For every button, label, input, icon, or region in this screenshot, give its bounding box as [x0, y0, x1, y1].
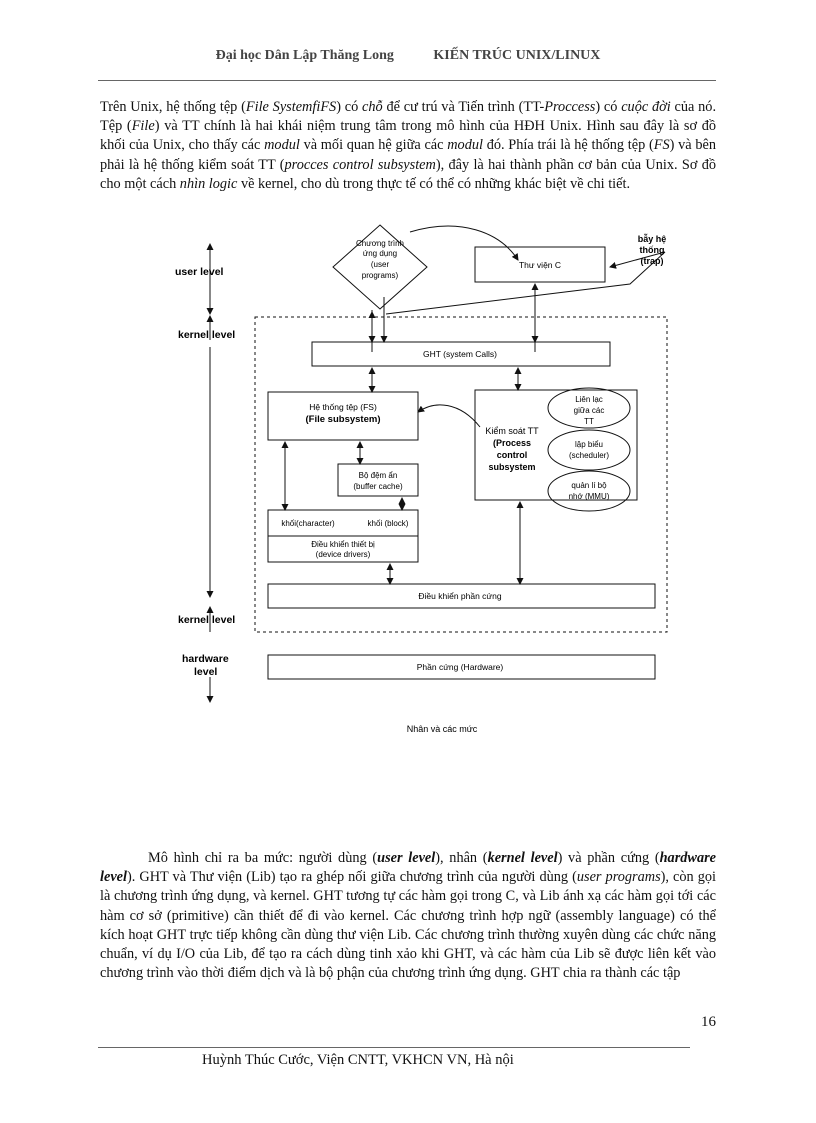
page-number: 16	[701, 1014, 716, 1030]
block-label: khối (block)	[368, 519, 409, 528]
page-footer: Huỳnh Thúc Cước, Viện CNTT, VKHCN VN, Hà…	[202, 1052, 514, 1068]
user-programs-line2: ứng dụng	[363, 249, 397, 258]
char-label: khối(character)	[281, 519, 335, 528]
pcs-line3: control	[497, 450, 528, 460]
user-programs-line1: Chương trình	[356, 239, 404, 248]
hardware-label: Phần cứng (Hardware)	[417, 662, 504, 672]
trap-line3: (trap)	[641, 256, 664, 266]
model-paragraph: Mô hình chỉ ra ba mức: người dùng (user …	[100, 850, 717, 982]
ipc-line3: TT	[584, 417, 594, 426]
pcs-line2: (Process	[493, 438, 531, 448]
diagram-caption: Nhân và các mức	[407, 724, 478, 734]
label-kernel-level-bottom: kernel level	[178, 614, 235, 626]
trap-line2: thống	[640, 245, 665, 255]
library-label: Thư viện C	[519, 260, 561, 270]
mmu-line1: quản lí bộ	[571, 481, 607, 490]
header-title: KIẾN TRÚC UNIX/LINUX	[433, 48, 601, 63]
mmu-line2: nhớ (MMU)	[569, 492, 610, 501]
kernel-diagram: user level kernel level kernel level har…	[160, 222, 680, 747]
ipc-line1: Liên lạc	[575, 395, 603, 404]
header-university: Đại học Dân Lập Thăng Long	[215, 48, 394, 63]
label-hardware-level-1: hardware	[182, 653, 229, 665]
header-rule	[98, 80, 716, 81]
fs-label-1: Hệ thống tệp (FS)	[309, 402, 377, 412]
scheduler-line2: (scheduler)	[569, 451, 609, 460]
footer-rule	[98, 1047, 690, 1048]
pcs-line1: Kiểm soát TT	[485, 426, 539, 436]
user-programs-line3: (user	[371, 260, 390, 269]
drivers-label-1: Điều khiển thiết bị	[311, 540, 375, 549]
page-header: Đại học Dân Lập Thăng Long KIẾN TRÚC UNI…	[0, 48, 816, 64]
buffer-label-1: Bộ đệm ẩn	[359, 471, 398, 480]
syscalls-label: GHT (system Calls)	[423, 349, 497, 359]
label-user-level: user level	[175, 266, 224, 278]
label-kernel-level-top: kernel level	[178, 329, 235, 341]
hwcontrol-label: Điều khiển phần cứng	[418, 591, 501, 601]
scheduler-line1: lập biểu	[575, 440, 603, 449]
trap-line1: bẫy hệ	[638, 234, 667, 244]
drivers-label-2: (device drivers)	[316, 550, 371, 559]
ipc-line2: giữa các	[574, 406, 605, 415]
buffer-label-2: (buffer cache)	[353, 482, 403, 491]
user-programs-line4: programs)	[362, 271, 399, 280]
intro-paragraph: Trên Unix, hệ thống tệp (File SystemfiFS…	[100, 99, 717, 192]
label-hardware-level-2: level	[194, 666, 217, 678]
pcs-line4: subsystem	[488, 462, 535, 472]
fs-label-2: (File subsystem)	[306, 414, 381, 425]
